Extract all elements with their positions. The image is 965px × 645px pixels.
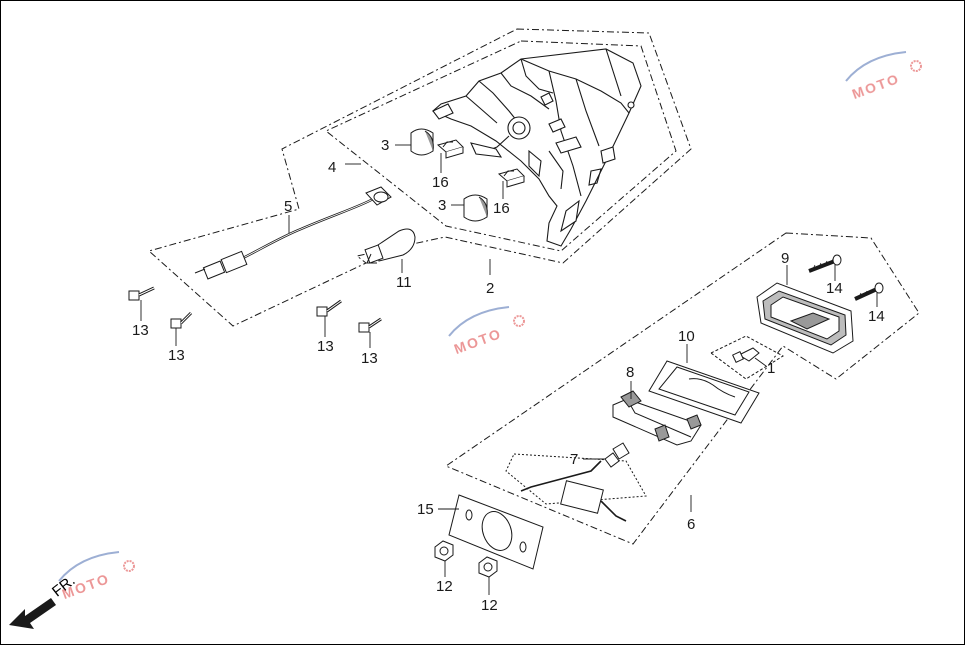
callout-13-b: 13 (168, 347, 185, 364)
callout-10: 10 (678, 328, 695, 345)
outline-assembly-4 (147, 28, 692, 327)
bulb-11 (364, 228, 416, 264)
leader-lines (140, 144, 878, 595)
arrow-front-icon (9, 598, 56, 629)
callout-16-lower: 16 (493, 200, 510, 217)
screw-14-b (854, 282, 884, 301)
bolt-13-a (128, 286, 155, 301)
grommet-3-lower (463, 194, 488, 222)
callout-3-upper: 3 (381, 137, 390, 154)
watermark-bottom-left (58, 551, 135, 582)
nut-parts-12 (434, 540, 498, 578)
callout-1: 1 (767, 360, 776, 377)
bolt-parts-13 (128, 286, 382, 333)
bracket-15 (448, 494, 544, 570)
callout-9: 9 (781, 250, 790, 267)
clip-16-upper (436, 139, 464, 159)
outline-assembly-6 (444, 232, 920, 545)
callout-15: 15 (417, 501, 434, 518)
callout-13-d: 13 (361, 350, 378, 367)
tail-lamp-housing (431, 48, 642, 247)
screw-14-a (808, 254, 842, 273)
lens-gasket-10 (648, 360, 760, 424)
callout-3-lower: 3 (438, 197, 447, 214)
nut-12-b (478, 556, 498, 578)
callout-2: 2 (486, 280, 495, 297)
watermark-center (448, 306, 525, 337)
grommet-3-upper (410, 128, 434, 156)
callout-4: 4 (328, 159, 337, 176)
callout-14-a: 14 (826, 280, 843, 297)
callout-7: 7 (570, 451, 579, 468)
bulb-1 (732, 347, 760, 363)
callout-14-b: 14 (868, 308, 885, 325)
callout-13-c: 13 (317, 338, 334, 355)
watermark-top-right (845, 51, 922, 82)
leader-1 (754, 357, 767, 367)
bolt-13-b (170, 311, 193, 329)
callout-5: 5 (284, 198, 293, 215)
outline-housing-2 (325, 40, 677, 252)
callout-13-a: 13 (132, 322, 149, 339)
bolt-13-d (358, 317, 382, 333)
callout-12-b: 12 (481, 597, 498, 614)
callout-12-a: 12 (436, 578, 453, 595)
nut-12-a (434, 540, 454, 562)
outline-bulb-1 (710, 335, 784, 380)
wire-harness-5 (194, 186, 392, 280)
moto-logo-icon (58, 51, 922, 582)
harness-7 (520, 442, 630, 522)
license-light-base-8 (612, 390, 702, 446)
callout-6: 6 (687, 516, 696, 533)
callout-8: 8 (626, 364, 635, 381)
grommet-parts (410, 128, 488, 222)
clip-parts (436, 139, 525, 188)
license-lamp-housing-9 (756, 282, 854, 354)
bolt-13-c (316, 299, 342, 317)
callout-16-upper: 16 (432, 174, 449, 191)
clip-16-lower (497, 168, 525, 188)
screw-parts-14 (808, 254, 884, 301)
callout-11: 11 (396, 274, 412, 291)
